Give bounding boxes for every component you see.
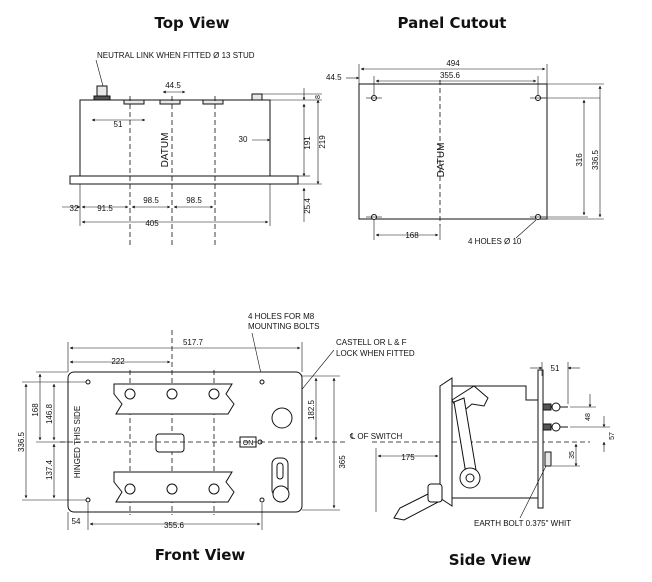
dim-51: 51 (114, 120, 123, 129)
neutral-leader (95, 59, 104, 87)
handle-boss (427, 483, 443, 503)
dim-146-8: 146.8 (45, 403, 54, 424)
handle-slot-inner (276, 462, 284, 480)
earth-bolt (544, 451, 552, 467)
cutout-holes-note: 4 HOLES Ø 10 (468, 237, 522, 246)
tab (202, 99, 224, 105)
dim-30: 30 (239, 135, 248, 144)
top-datum: DATUM (160, 133, 171, 168)
top-body (79, 99, 271, 177)
lock-circle (271, 407, 293, 429)
dim-57: 57 (609, 432, 616, 440)
lock-note-line2: LOCK WHEN FITTED (336, 349, 415, 358)
handle-hub-inner (465, 473, 475, 483)
earth-bolt-note: EARTH BOLT 0.375" WHIT (474, 519, 571, 528)
dim-365: 365 (338, 455, 347, 469)
top-view: NEUTRAL LINK WHEN FITTED Ø 13 STUD DATUM… (62, 51, 327, 248)
dim-336-5: 336.5 (591, 149, 600, 170)
panel-cutout: DATUM 494 44.5 355.6 316 336.5 168 4 HOL… (326, 59, 604, 246)
tab (123, 99, 145, 105)
dim-98-5: 98.5 (143, 196, 159, 205)
dim-51: 51 (551, 364, 560, 373)
terminal-nut (551, 422, 561, 432)
fuse-terminal (124, 388, 136, 400)
fuse-terminal (166, 388, 178, 400)
fuse-terminal (208, 483, 220, 495)
dim-137-4: 137.4 (45, 459, 54, 480)
front-view-title: Front View (155, 546, 246, 564)
mounting-hole (259, 379, 265, 385)
on-label: ON (243, 440, 254, 447)
tab (159, 99, 181, 105)
mounting-hole (85, 497, 91, 503)
switch-centre-note: ℄ OF SWITCH (349, 432, 402, 441)
leader-line (519, 465, 547, 519)
stud-base (93, 95, 111, 101)
leader-line (251, 332, 263, 379)
dim-91-5: 91.5 (97, 204, 113, 213)
dim-44-5: 44.5 (165, 81, 181, 90)
fuse-terminal (166, 483, 178, 495)
dim-316: 316 (575, 153, 584, 167)
front-view: 4 HOLES FOR M8 MOUNTING BOLTS CASTELL OR… (17, 312, 590, 530)
terminal (542, 423, 552, 431)
leader-line (515, 219, 537, 239)
dim-44-5: 44.5 (326, 73, 342, 82)
dim-191: 191 (303, 136, 312, 150)
dim-355-6: 355.6 (440, 71, 461, 80)
neutral-link-note: NEUTRAL LINK WHEN FITTED Ø 13 STUD (97, 51, 255, 60)
terminal (542, 403, 552, 411)
side-view: 51 48 57 35 175 EARTH BOLT 0.375" WHIT (375, 362, 616, 528)
terminal-nut (551, 402, 561, 412)
front-holes-note-line2: MOUNTING BOLTS (248, 322, 319, 331)
panel-cutout-title: Panel Cutout (398, 14, 507, 32)
dim-494: 494 (446, 59, 460, 68)
fuse-terminal (124, 483, 136, 495)
side-view-title: Side View (449, 551, 532, 569)
dim-8: 8 (315, 95, 322, 99)
top-view-title: Top View (154, 14, 229, 32)
handle-block (155, 433, 185, 453)
dim-98-5: 98.5 (186, 196, 202, 205)
cutout-datum: DATUM (436, 143, 447, 178)
handle-shaft (453, 397, 477, 475)
lock-note-line1: CASTELL OR L & F (336, 338, 407, 347)
dim-48: 48 (585, 413, 592, 421)
dim-168: 168 (405, 231, 419, 240)
dim-35: 35 (569, 451, 576, 459)
dim-25-4: 25.4 (303, 198, 312, 214)
fuse-terminal (208, 388, 220, 400)
dim-182-5: 182.5 (307, 399, 316, 420)
front-holes-note-line1: 4 HOLES FOR M8 (248, 312, 315, 321)
handle-knob (272, 485, 290, 503)
dim-517-7: 517.7 (183, 338, 204, 347)
dim-54: 54 (72, 517, 81, 526)
tab (251, 93, 263, 101)
side-box (452, 385, 543, 499)
dim-219: 219 (318, 135, 327, 149)
top-flange (69, 175, 299, 185)
dim-355-6: 355.6 (164, 521, 185, 530)
dim-336-5: 336.5 (17, 431, 26, 452)
dim-222: 222 (111, 357, 125, 366)
dim-405: 405 (145, 219, 159, 228)
mounting-hole (259, 497, 265, 503)
dim-175: 175 (401, 453, 415, 462)
dim-32: 32 (70, 204, 79, 213)
mounting-hole (85, 379, 91, 385)
dim-168: 168 (31, 403, 40, 417)
side-back-plate (537, 369, 544, 509)
cutout-outline (358, 83, 548, 220)
